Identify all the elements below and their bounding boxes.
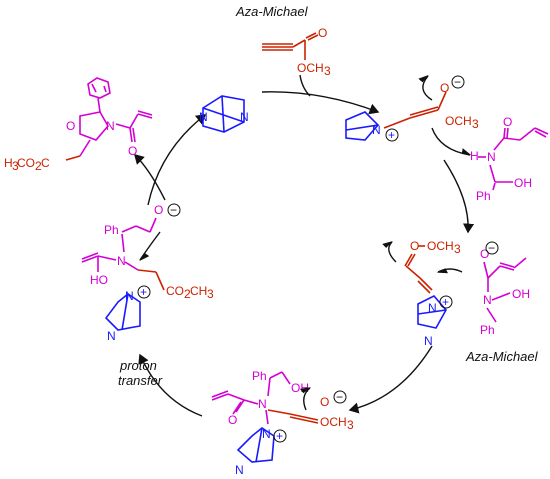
- svg-text:N: N: [487, 150, 496, 164]
- svg-text:N: N: [483, 293, 492, 307]
- svg-text:CH: CH: [190, 284, 207, 298]
- svg-text:O: O: [154, 203, 163, 217]
- svg-text:Ph: Ph: [480, 323, 495, 337]
- arrow-dabco-to-adduct: [261, 91, 380, 115]
- svg-text:N: N: [125, 289, 134, 303]
- svg-text:N: N: [428, 301, 437, 315]
- svg-text:OCH: OCH: [445, 114, 472, 128]
- svg-text:+: +: [442, 295, 449, 309]
- amide-substrate-1: H N O OH Ph: [431, 115, 549, 203]
- svg-text:N: N: [240, 110, 249, 124]
- svg-text:OCH: OCH: [297, 61, 324, 75]
- svg-text:CO: CO: [166, 284, 184, 298]
- svg-text:2: 2: [35, 159, 42, 173]
- svg-text:OCH: OCH: [320, 415, 347, 429]
- svg-text:N: N: [258, 397, 267, 411]
- methyl-propiolate: O OCH 3: [262, 26, 331, 78]
- svg-text:+: +: [140, 285, 147, 299]
- dabco-free: N N: [199, 95, 249, 133]
- arrow-to-azamichael: [443, 159, 475, 234]
- svg-text:3: 3: [472, 117, 479, 131]
- svg-text:CO: CO: [17, 156, 35, 170]
- label-aza-michael-right: Aza-Michael: [465, 349, 539, 364]
- svg-text:O: O: [128, 144, 137, 158]
- svg-text:Ph: Ph: [476, 189, 491, 203]
- svg-text:O: O: [228, 413, 237, 427]
- svg-text:HO: HO: [90, 273, 108, 287]
- arrow-to-product: [134, 154, 166, 201]
- svg-text:O: O: [318, 26, 327, 40]
- svg-text:3: 3: [12, 159, 19, 173]
- svg-text:O: O: [66, 119, 75, 133]
- svg-text:N: N: [106, 119, 115, 133]
- svg-text:N: N: [424, 334, 433, 348]
- svg-text:−: −: [488, 241, 495, 255]
- cycle-arrows: [134, 74, 475, 417]
- enolate-adduct-bottom: Ph OH N O OCH 3 O − N + N: [211, 369, 354, 477]
- svg-text:OH: OH: [512, 287, 530, 301]
- svg-text:3: 3: [207, 287, 214, 301]
- svg-text:N: N: [235, 463, 244, 477]
- svg-text:3: 3: [324, 64, 331, 78]
- svg-text:3: 3: [347, 418, 354, 432]
- svg-text:OCH: OCH: [427, 239, 454, 253]
- svg-text:−: −: [170, 203, 177, 217]
- svg-text:−: −: [454, 75, 461, 89]
- svg-text:+: +: [276, 429, 283, 443]
- product-oxazolidine: O N O H 3 CO 2 C: [4, 77, 153, 173]
- svg-text:N: N: [372, 123, 381, 137]
- svg-text:2: 2: [184, 287, 191, 301]
- svg-text:O: O: [410, 239, 419, 253]
- svg-text:N: N: [117, 254, 126, 268]
- svg-text:C: C: [41, 156, 50, 170]
- svg-text:Ph: Ph: [104, 223, 119, 237]
- svg-text:N: N: [107, 329, 116, 343]
- arrow-ynoate-join: [299, 74, 311, 97]
- svg-text:O: O: [480, 247, 489, 261]
- arrow-proton-transfer: [138, 353, 203, 417]
- svg-text:H: H: [470, 149, 479, 163]
- svg-text:O: O: [440, 81, 449, 95]
- allenolate-adduct: N + O − OCH 3: [345, 74, 479, 142]
- alkoxide-intermediate: Ph O − N HO CO 2 CH 3 N + N: [81, 203, 214, 343]
- label-transfer: transfer: [118, 373, 163, 388]
- aza-michael-intermediate: O OCH 3 N + N O − N OH Ph: [382, 239, 530, 348]
- svg-text:3: 3: [454, 242, 461, 256]
- label-aza-michael-top: Aza-Michael: [235, 4, 309, 19]
- svg-text:Ph: Ph: [252, 369, 267, 383]
- svg-text:O: O: [320, 395, 329, 409]
- label-proton: proton: [119, 358, 157, 373]
- svg-text:N: N: [262, 427, 271, 441]
- svg-text:OH: OH: [514, 176, 532, 190]
- svg-text:−: −: [336, 390, 343, 404]
- svg-text:O: O: [503, 115, 512, 129]
- svg-text:N: N: [199, 110, 208, 124]
- arrow-to-enolate: [348, 345, 433, 414]
- svg-text:+: +: [388, 128, 395, 142]
- svg-text:H: H: [4, 156, 13, 170]
- arrow-release-dabco: [147, 114, 207, 206]
